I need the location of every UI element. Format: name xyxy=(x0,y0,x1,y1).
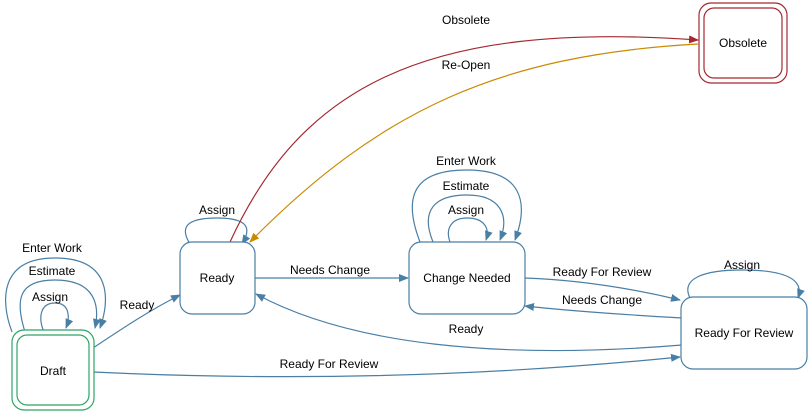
node-obsolete: Obsolete xyxy=(698,2,788,84)
node-draft: Draft xyxy=(11,329,95,411)
node-change-needed: Change Needed xyxy=(408,241,526,315)
edge-ready-assign xyxy=(184,217,251,245)
label-review-to-change: Needs Change xyxy=(562,293,642,307)
label-draft-estimate: Estimate xyxy=(29,264,76,278)
node-ready: Ready xyxy=(179,241,256,315)
edge-change-enter-work xyxy=(411,169,522,243)
node-draft-label: Draft xyxy=(40,364,67,378)
label-review-to-ready: Ready xyxy=(449,322,484,336)
label-review-assign: Assign xyxy=(724,258,760,272)
node-obsolete-label: Obsolete xyxy=(719,36,767,50)
label-ready-to-change: Needs Change xyxy=(290,263,370,277)
node-ready-label: Ready xyxy=(200,271,235,285)
edge-review-to-change xyxy=(524,303,683,319)
node-change-needed-label: Change Needed xyxy=(423,271,510,285)
label-draft-to-ready: Ready xyxy=(120,298,155,312)
label-change-estimate: Estimate xyxy=(443,179,490,193)
label-ready-assign: Assign xyxy=(199,203,235,217)
edge-draft-to-review xyxy=(92,353,681,378)
label-draft-assign: Assign xyxy=(32,290,68,304)
edge-change-estimate xyxy=(427,194,508,243)
edge-obsolete-reopen xyxy=(249,43,699,243)
label-change-assign: Assign xyxy=(448,203,484,217)
edge-change-assign xyxy=(447,217,493,243)
label-obsolete-reopen: Re-Open xyxy=(442,58,491,72)
label-ready-to-obsolete: Obsolete xyxy=(442,13,490,27)
edge-review-to-ready xyxy=(255,293,683,352)
label-change-to-review: Ready For Review xyxy=(553,265,652,279)
edge-draft-assign xyxy=(40,302,74,333)
node-ready-for-review-label: Ready For Review xyxy=(695,326,794,340)
node-ready-for-review: Ready For Review xyxy=(680,296,808,370)
edge-ready-to-obsolete xyxy=(229,35,699,243)
edge-draft-to-ready xyxy=(92,294,181,349)
edge-draft-enter-work xyxy=(4,257,107,333)
edge-draft-estimate xyxy=(19,279,101,333)
label-draft-to-review: Ready For Review xyxy=(280,357,379,371)
label-change-enter-work: Enter Work xyxy=(436,154,497,168)
edge-change-to-review xyxy=(524,277,681,302)
edge-review-assign xyxy=(687,269,805,299)
label-draft-enter-work: Enter Work xyxy=(22,241,83,255)
